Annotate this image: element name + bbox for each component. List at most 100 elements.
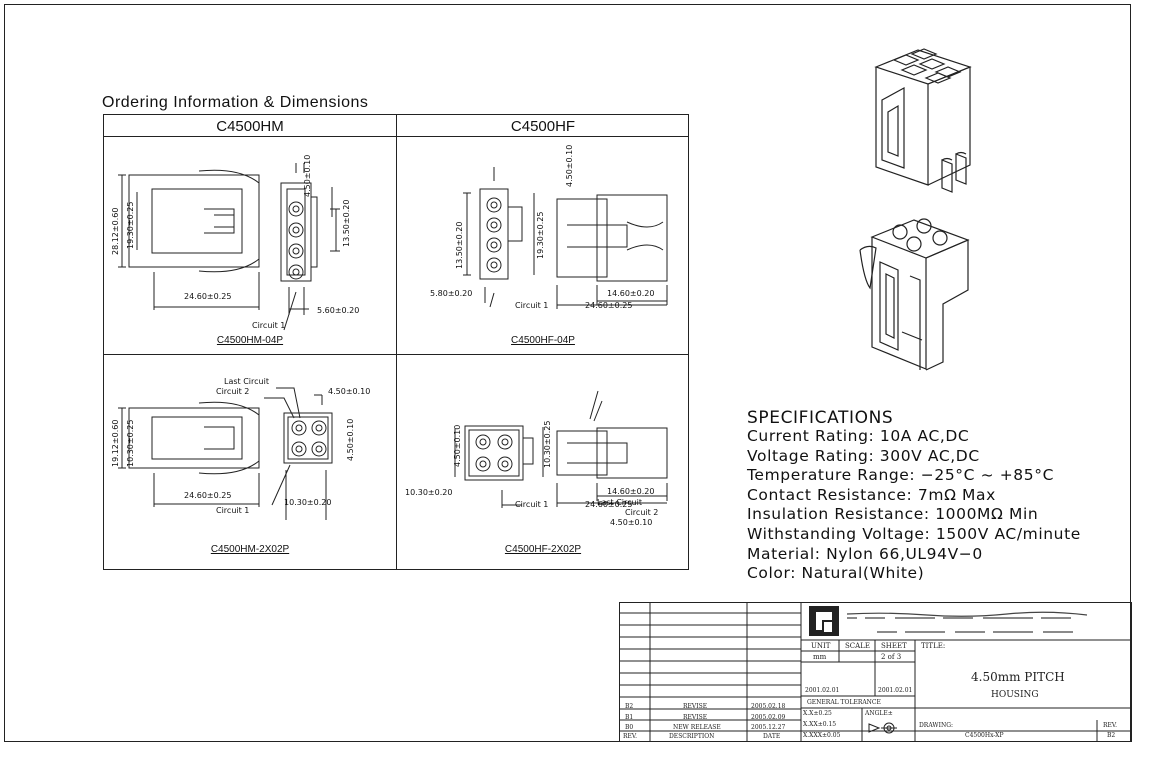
rev-row-3-rev: B0 <box>625 724 634 731</box>
part-hm-04p: C4500HM-04P <box>216 335 284 346</box>
hf-2x02p-drawing: 4.50±0.10 10.30±0.25 Last Circuit Circui… <box>405 390 668 527</box>
dim-24-60-hf-label: 24.60±0.25 <box>585 301 632 310</box>
rev-row-1-rev: B2 <box>625 703 634 710</box>
part-hf-2x02p: C4500HF-2X02P <box>504 544 582 555</box>
isometric-view-bottom <box>859 218 970 371</box>
spec-current-rating: Current Rating: 10A AC,DC <box>747 427 970 445</box>
last-circuit-hf-label: Last Circuit <box>597 498 642 507</box>
rev-row-2-date: 2005.02.09 <box>751 714 786 721</box>
title-block-grid <box>619 602 1132 742</box>
dim-4-50-hf-label: 4.50±0.10 <box>565 145 574 187</box>
general-tolerance-label: GENERAL TOLERANCE <box>807 699 881 706</box>
rev-row-2-desc: REVISE <box>683 714 708 721</box>
dim-24-60-hm2-label: 24.60±0.25 <box>184 491 231 500</box>
ordering-title: Ordering Information & Dimensions <box>102 94 369 111</box>
dim-24-60-hf2-label: 24.60±0.25 <box>585 500 632 509</box>
unit-value: mm <box>813 653 827 661</box>
specifications-block: SPECIFICATIONS Current Rating: 10A AC,DC… <box>747 409 1081 584</box>
dim-10-30-b-label: 10.30±0.20 <box>284 498 331 507</box>
dim-13-50-hf-label: 13.50±0.20 <box>455 222 464 269</box>
cell-hf-04p: 4.50±0.10 13.50±0.20 19.30±0.25 5.80±0.2… <box>397 137 689 354</box>
circuit-2-hf-label: Circuit 2 <box>625 508 658 517</box>
spec-voltage-rating: Voltage Rating: 300V AC,DC <box>747 446 980 465</box>
dim-19-12-label: 19.12±0.60 <box>111 420 120 467</box>
company-name-scribble <box>846 611 1088 633</box>
release-date-2: 2001.02.01 <box>878 687 913 694</box>
spec-withstanding-voltage: Withstanding Voltage: 1500V AC/minute <box>747 524 1081 543</box>
cell-hm-04p: 28.12±0.60 19.30±0.25 4.50±0.10 13.50±0.… <box>104 137 396 354</box>
rev-row-2-rev: B1 <box>625 714 634 721</box>
circuit-1-hf-label: Circuit 1 <box>515 301 548 310</box>
tolerance-3: X.XXX±0.05 <box>803 732 841 739</box>
hm-2x02p-drawing: 19.12±0.60 10.30±0.25 4.50±0.10 Last Cir… <box>111 377 370 520</box>
dim-10-30-hf2-label: 10.30±0.25 <box>543 421 552 468</box>
date-header: DATE <box>763 733 781 740</box>
description-header: DESCRIPTION <box>669 733 715 740</box>
dim-19-30-label: 19.30±0.25 <box>126 202 135 249</box>
isometric-view-top <box>874 48 972 193</box>
drawing-sheet-border <box>4 4 1131 742</box>
table-divider-vertical <box>396 115 397 569</box>
circuit-1-hf2-label: Circuit 1 <box>515 500 548 509</box>
dim-14-60-label: 14.60±0.20 <box>607 289 654 298</box>
angle-label: ANGLE± <box>865 710 893 717</box>
title-label: TITLE: <box>921 642 946 650</box>
title-block: UNIT SCALE SHEET TITLE: mm 2 of 3 2001.0… <box>619 602 1132 742</box>
circuit-1-label: Circuit 1 <box>252 321 285 330</box>
table-header-divider <box>104 136 688 137</box>
dim-4-50-v-label: 4.50±0.10 <box>346 419 355 461</box>
scale-label: SCALE <box>845 642 870 650</box>
part-hf-04p: C4500HF-04P <box>511 335 575 346</box>
hm-04p-drawing: 28.12±0.60 19.30±0.25 4.50±0.10 13.50±0.… <box>111 155 359 331</box>
rev-label: REV. <box>1103 722 1118 729</box>
spec-temperature-range: Temperature Range: −25°C ~ +85°C <box>747 466 1054 485</box>
drawing-no: C4500Hx-XP <box>965 732 1004 739</box>
tolerance-1: X.X±0.25 <box>803 710 832 717</box>
dim-10-30-hf2b-label: 10.30±0.20 <box>405 488 452 497</box>
dim-10-30-label: 10.30±0.25 <box>126 420 135 467</box>
dim-4-50-hf2-label: 4.50±0.10 <box>453 425 462 467</box>
dim-13-50-label: 13.50±0.20 <box>342 200 351 247</box>
spec-insulation-resistance: Insulation Resistance: 1000MΩ Min <box>747 505 1039 524</box>
cell-hf-2x02p: 4.50±0.10 10.30±0.25 Last Circuit Circui… <box>397 355 689 569</box>
part-hm-2x02p: C4500HM-2X02P <box>210 544 290 555</box>
rev-value: B2 <box>1107 732 1116 739</box>
specifications-title: SPECIFICATIONS <box>747 408 894 428</box>
ordering-table: C4500HM C4500HF <box>103 114 689 570</box>
dim-4-50-h-label: 4.50±0.10 <box>328 387 370 396</box>
dim-14-60-hf2-label: 14.60±0.20 <box>607 487 654 496</box>
circuit-1-hm2-label: Circuit 1 <box>216 506 249 515</box>
rev-row-1-date: 2005.02.18 <box>751 703 786 710</box>
drawing-title: 4.50mm PITCH <box>971 670 1065 684</box>
table-row-divider <box>104 354 688 355</box>
rev-row-1-desc: REVISE <box>683 703 708 710</box>
column-header-hm: C4500HM <box>216 118 284 135</box>
projection-symbol <box>868 722 897 734</box>
drawing-no-label: DRAWING: <box>919 722 954 729</box>
spec-material: Material: Nylon 66,UL94V−0 <box>747 544 983 563</box>
drawing-subtitle: HOUSING <box>991 690 1039 700</box>
sheet-label: SHEET <box>881 642 907 650</box>
dim-5-60-label: 5.60±0.20 <box>317 306 359 315</box>
dim-28-12-label: 28.12±0.60 <box>111 208 120 255</box>
dim-24-60-label: 24.60±0.25 <box>184 292 231 301</box>
sheet-value: 2 of 3 <box>881 653 902 661</box>
dim-5-80-label: 5.80±0.20 <box>430 289 472 298</box>
company-logo <box>809 606 839 636</box>
rev-row-3-desc: NEW RELEASE <box>673 724 721 731</box>
column-header-hf: C4500HF <box>510 118 576 135</box>
circuit-2-label: Circuit 2 <box>216 387 249 396</box>
spec-color: Color: Natural(White) <box>747 564 925 583</box>
last-circuit-label: Last Circuit <box>224 377 269 386</box>
rev-row-3-date: 2005.12.27 <box>751 724 786 731</box>
rev-header: REV. <box>623 733 638 740</box>
cell-hm-2x02p: 19.12±0.60 10.30±0.25 4.50±0.10 Last Cir… <box>104 355 396 569</box>
hf-04p-drawing: 4.50±0.10 13.50±0.20 19.30±0.25 5.80±0.2… <box>430 145 668 310</box>
spec-contact-resistance: Contact Resistance: 7mΩ Max <box>747 485 996 504</box>
dim-4-50-hf2b-label: 4.50±0.10 <box>610 518 652 527</box>
tolerance-2: X.XX±0.15 <box>803 721 837 728</box>
dim-19-30-hf-label: 19.30±0.25 <box>536 212 545 259</box>
dim-4-50-label: 4.50±0.10 <box>303 155 312 197</box>
unit-label: UNIT <box>811 642 831 650</box>
release-date-1: 2001.02.01 <box>805 687 840 694</box>
